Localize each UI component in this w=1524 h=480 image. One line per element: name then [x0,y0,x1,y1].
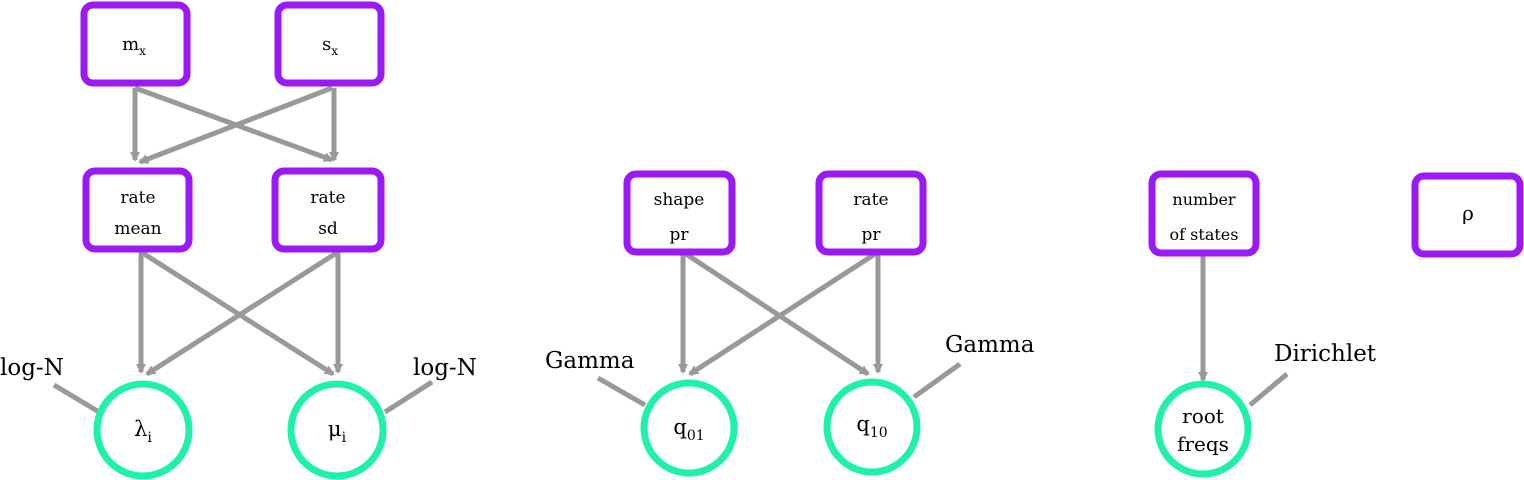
svg-text:mx: mx [122,34,146,58]
edge-rate-pr-to-q01 [688,249,880,377]
svg-text:sx: sx [322,34,338,58]
dist-line-root-freqs [1248,372,1289,407]
stochastic-node-q10: q10 [823,378,921,476]
dist-label-root-freqs: Dirichlet [1274,341,1377,367]
rate-mean-line1: rate [120,188,155,208]
dist-line-mu [383,379,434,415]
edge-rate-mean-to-mu [139,249,335,377]
distribution-lines [52,361,1289,415]
stochastic-node-mu: μi [287,380,387,480]
dist-line-q01 [596,375,647,408]
q01-base: q [673,415,686,439]
q10-base: q [856,412,869,436]
mx-base: m [122,34,139,55]
lambda-sub: i [147,430,152,446]
svg-text:q10: q10 [856,412,887,441]
dist-line-q10 [912,361,962,400]
num-states-line1: number [1172,190,1235,209]
svg-text:λi: λi [134,417,152,446]
sx-sub: x [331,44,338,58]
sx-base: s [322,34,331,55]
root-freqs-line2: freqs [1177,432,1229,456]
mu-base: μ [328,417,342,441]
lambda-base: λ [134,417,147,441]
constant-node-shape-pr: shape pr [623,170,736,256]
constant-node-rate-pr: rate pr [815,170,927,256]
rate-pr-line1: rate [853,190,888,210]
edge-rate-sd-to-lambda [145,249,340,377]
num-states-line2: of states [1170,225,1239,244]
mx-sub: x [139,44,146,58]
dist-line-lambda [52,382,101,415]
rate-sd-line1: rate [310,188,345,208]
svg-text:μi: μi [328,417,347,446]
constant-node-mx: mx [80,1,191,87]
edges [130,85,1208,382]
svg-text:q01: q01 [673,415,704,444]
rate-pr-line2: pr [861,225,881,245]
dist-label-q01: Gamma [545,348,635,374]
dist-label-lambda: log-N [0,355,64,381]
q01-sub: 01 [687,428,705,444]
shape-pr-line1: shape [654,190,705,210]
constant-node-rho: ρ [1411,172,1524,258]
stochastic-node-root-freqs: root freqs [1154,380,1252,478]
stochastic-node-lambda: λi [93,380,193,480]
constant-node-sx: sx [274,1,385,87]
rate-sd-line2: sd [318,219,338,239]
root-freqs-line1: root [1182,404,1224,428]
edge-shape-pr-to-q10 [681,249,870,377]
dist-label-mu: log-N [413,355,477,381]
edge-sx-to-rate-mean [138,85,333,165]
stochastic-node-q01: q01 [640,379,738,477]
dist-label-q10: Gamma [945,332,1035,358]
q10-sub: 10 [870,425,888,441]
rho-label: ρ [1462,201,1474,225]
constant-node-rate-mean: rate mean [82,167,193,253]
constant-node-rate-sd: rate sd [271,167,385,253]
shape-pr-line2: pr [669,225,689,245]
mu-sub: i [342,430,347,446]
rate-mean-line2: mean [114,219,161,239]
constant-node-number-of-states: number of states [1148,170,1260,257]
